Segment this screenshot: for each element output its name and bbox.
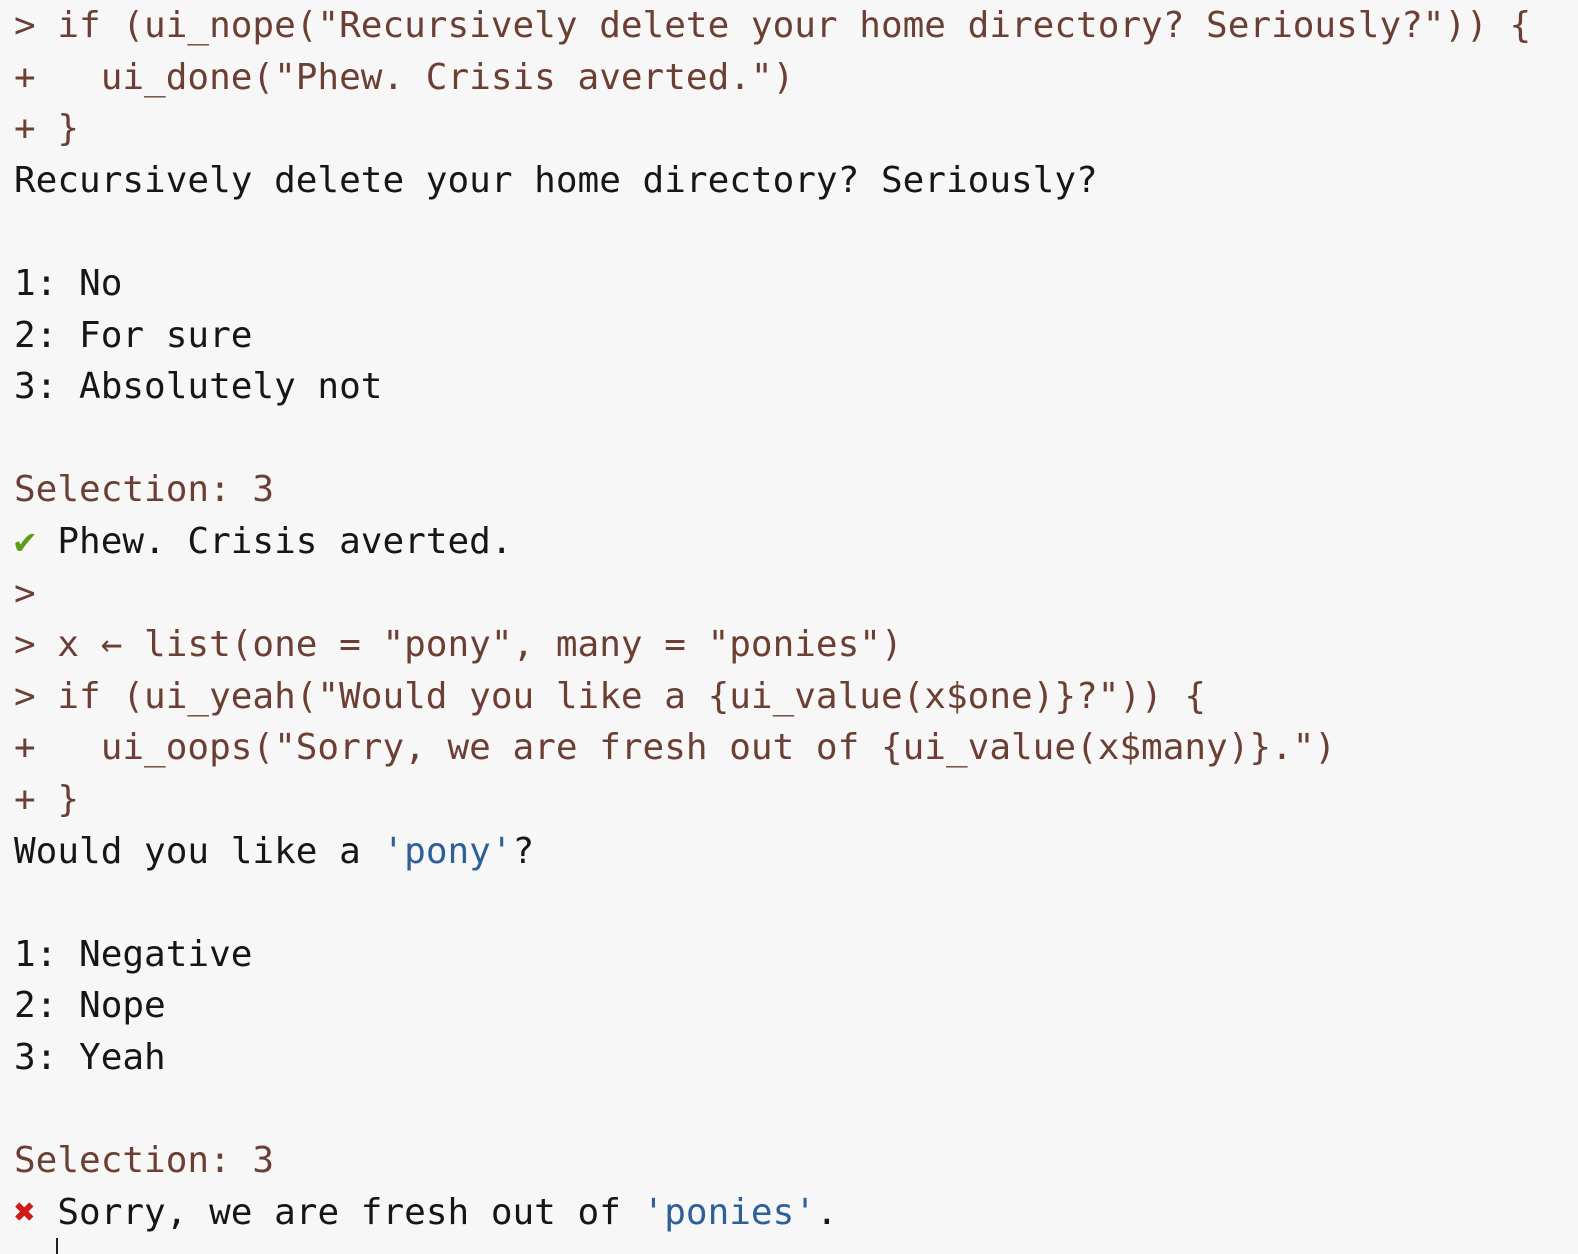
selection-input[interactable]: Selection: 3	[14, 1140, 275, 1182]
input-cursor-line[interactable]	[14, 1238, 1570, 1254]
question-prompt: Recursively delete your home directory? …	[14, 159, 1098, 201]
menu-option: 3: Yeah	[14, 1036, 166, 1078]
code-line: > x ← list(one = "pony", many = "ponies"…	[14, 624, 903, 666]
prompt-prefix: Would you like a	[14, 830, 383, 872]
menu-option: 1: No	[14, 262, 123, 304]
menu-option: 2: For sure	[14, 314, 253, 356]
menu-option: 2: Nope	[14, 985, 166, 1027]
blank-line	[14, 413, 1570, 465]
code-line: + }	[14, 778, 80, 820]
code-line: > if (ui_nope("Recursively delete your h…	[14, 5, 1532, 46]
result-message: ✔ Phew. Crisis averted.	[14, 516, 1570, 568]
result-value: 'ponies'	[642, 1191, 816, 1233]
prompt-suffix: ?	[512, 830, 535, 872]
result-prefix: Sorry, we are fresh out of	[35, 1191, 643, 1233]
code-line: + ui_done("Phew. Crisis averted.")	[14, 56, 795, 98]
blank-line	[14, 877, 1570, 929]
empty-prompt: >	[14, 572, 36, 614]
cross-icon: ✖	[14, 1191, 36, 1233]
check-icon: ✔	[14, 520, 36, 562]
prompt-value: 'pony'	[382, 830, 513, 872]
menu-option: 3: Absolutely not	[14, 366, 383, 408]
r-console[interactable]: > if (ui_nope("Recursively delete your h…	[14, 0, 1570, 1254]
result-message: ✖ Sorry, we are fresh out of 'ponies'.	[14, 1187, 1570, 1239]
menu-option: 1: Negative	[14, 933, 253, 975]
code-line: + ui_oops("Sorry, we are fresh out of {u…	[14, 727, 1337, 769]
result-text: Phew. Crisis averted.	[35, 520, 513, 562]
code-line: > if (ui_yeah("Would you like a {ui_valu…	[14, 675, 1207, 717]
blank-line	[14, 1083, 1570, 1135]
blank-line	[14, 206, 1570, 258]
question-prompt: Would you like a 'pony'?	[14, 826, 1570, 878]
selection-input[interactable]: Selection: 3	[14, 469, 275, 511]
code-line: + }	[14, 108, 80, 150]
text-cursor	[56, 1238, 58, 1254]
result-suffix: .	[815, 1191, 838, 1233]
